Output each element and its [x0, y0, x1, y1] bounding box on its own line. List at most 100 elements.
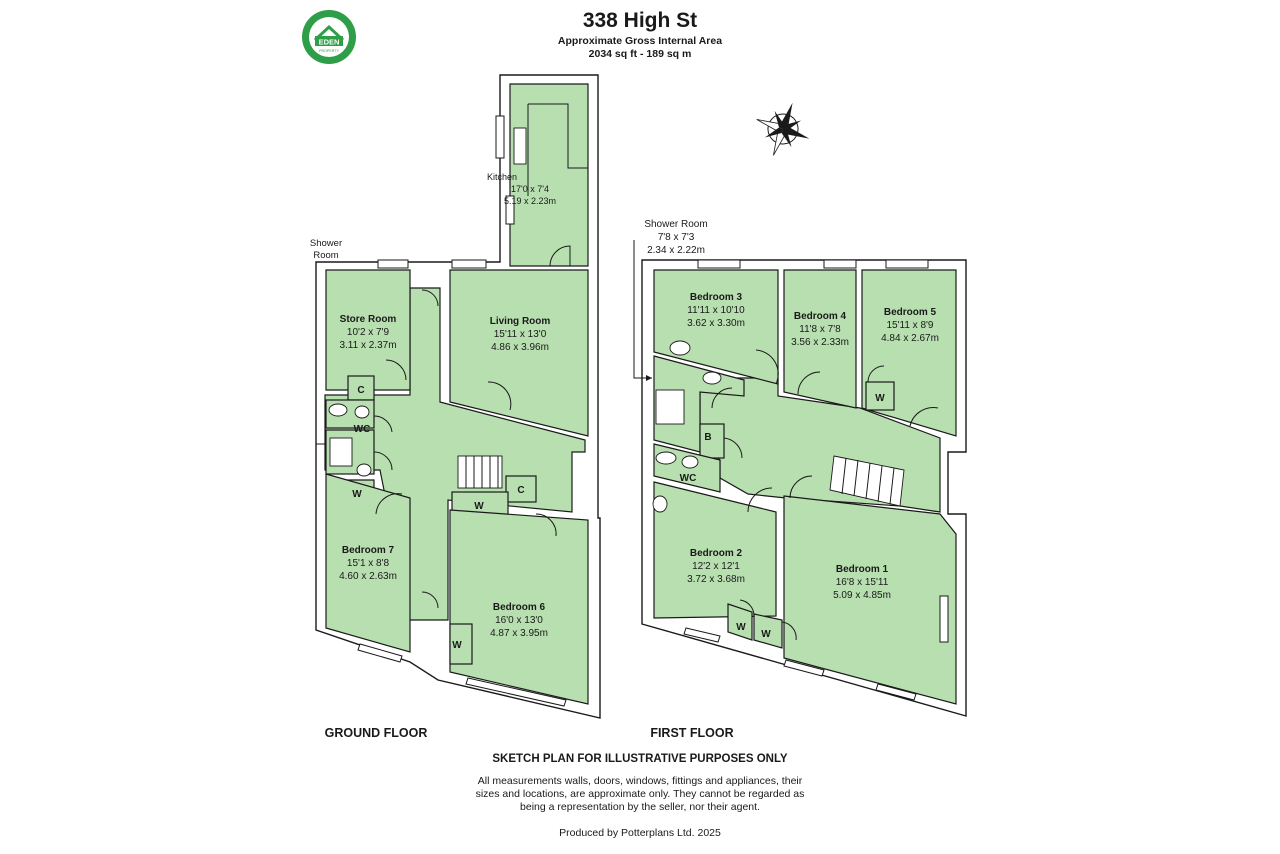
bedroom6-name: Bedroom 6 — [493, 602, 546, 613]
bedroom2-name: Bedroom 2 — [690, 548, 743, 559]
shower-ground-name-1: Shower — [310, 238, 342, 249]
shower-pointer-ground — [315, 262, 326, 445]
staircase-first — [829, 455, 905, 507]
wardrobe-first-3-label: W — [761, 629, 771, 640]
door-store — [385, 359, 407, 381]
kitchen-imperial: 17'0 x 7'4 — [511, 184, 549, 194]
eden-logo: EDEN PROPERTY — [302, 10, 356, 64]
kitchen-sink — [513, 127, 527, 165]
bedroom1-imperial: 16'8 x 15'11 — [836, 577, 889, 588]
logo-name: EDEN — [319, 38, 340, 47]
wc-first-label: WC — [680, 473, 697, 484]
bedroom2-imperial: 12'2 x 12'1 — [692, 561, 740, 572]
first-floor-label: FIRST FLOOR — [650, 726, 733, 740]
shower-first-name: Shower Room — [644, 219, 707, 230]
room-bedroom7 — [325, 473, 411, 653]
window-bedroom1-side — [939, 595, 949, 643]
room-bedroom4 — [783, 269, 857, 409]
bedroom5-name: Bedroom 5 — [884, 307, 937, 318]
room-bedroom2 — [653, 481, 777, 619]
kitchen-metric: 5.19 x 2.23m — [504, 196, 556, 206]
disclaimer-line-3: being a representation by the seller, no… — [520, 801, 760, 813]
door-bedroom4 — [797, 371, 821, 395]
store-metric: 3.11 x 2.37m — [339, 340, 396, 351]
staircase-ground — [457, 455, 503, 489]
room-bedroom6 — [449, 509, 589, 705]
basin-ground-wc — [354, 405, 370, 419]
cupboard-ground-2 — [505, 475, 537, 503]
wc-ground-label: WC — [354, 424, 371, 435]
window-bedroom1-b — [875, 683, 917, 701]
door-bedroom3 — [755, 349, 779, 385]
basin-shower-first — [702, 371, 722, 385]
window-living — [451, 259, 487, 269]
wardrobe-ground-3 — [449, 623, 473, 665]
window-store — [377, 259, 409, 269]
bedroom3-name: Bedroom 3 — [690, 292, 743, 303]
shower-tray-first — [655, 389, 685, 425]
shower-ground-name-2: Room — [313, 250, 338, 261]
room-living — [449, 269, 589, 437]
store-imperial: 10'2 x 7'9 — [347, 327, 390, 338]
wardrobe-first-1-label: W — [875, 393, 885, 404]
store-name: Store Room — [340, 314, 397, 325]
wardrobe-first-2-label: W — [736, 622, 746, 633]
window-bedroom3 — [697, 259, 741, 269]
bedroom1-metric: 5.09 x 4.85m — [833, 590, 891, 601]
door-shower-first — [711, 387, 733, 409]
bedroom7-name: Bedroom 7 — [342, 545, 395, 556]
wardrobe-ground-2-label: W — [474, 501, 484, 512]
door-boiler — [723, 437, 743, 459]
door-wardrobe-first-2 — [739, 599, 755, 617]
disclaimer-line-1: All measurements walls, doors, windows, … — [477, 775, 803, 787]
shower-first-metric: 2.34 x 2.22m — [647, 245, 705, 256]
window-kitchen — [495, 115, 505, 159]
window-bedroom2 — [683, 627, 721, 643]
kitchen-worktop — [528, 103, 588, 169]
bedroom3-imperial: 11'11 x 10'10 — [687, 305, 745, 316]
wardrobe-ground-3-label: W — [452, 640, 462, 651]
living-imperial: 15'11 x 13'0 — [494, 329, 547, 340]
door-bedroom5 — [909, 407, 939, 427]
living-name: Living Room — [490, 316, 551, 327]
bedroom5-imperial: 15'11 x 8'9 — [886, 320, 933, 331]
door-kitchen — [505, 195, 515, 225]
room-shower-first — [653, 355, 745, 453]
bedroom6-imperial: 16'0 x 13'0 — [495, 615, 543, 626]
basin-bedroom2 — [652, 495, 668, 513]
first-floor: Shower Room 7'8 x 7'3 2.34 x 2.22m Bedro… — [633, 219, 967, 740]
wardrobe-first-3 — [753, 613, 783, 649]
door-front — [421, 591, 439, 609]
boiler-label: B — [704, 432, 711, 443]
disclaimer-text: All measurements walls, doors, windows, … — [0, 775, 1280, 814]
door-bedroom7 — [375, 493, 403, 515]
plan-title: 338 High St — [582, 9, 698, 32]
bedroom3-metric: 3.62 x 3.30m — [687, 318, 745, 329]
wardrobe-first-1 — [865, 381, 895, 411]
ground-floor: Kitchen 17'0 x 7'4 5.19 x 2.23m Living R… — [310, 74, 601, 740]
compass-rose-icon — [756, 102, 810, 156]
cupboard-ground-1 — [347, 375, 375, 401]
cupboard-ground-1-label: C — [357, 385, 364, 396]
basin-wc-first — [681, 455, 699, 469]
toilet-first — [655, 451, 677, 465]
ground-floor-label: GROUND FLOOR — [325, 726, 428, 740]
basin-bedroom3 — [669, 340, 691, 356]
bedroom4-name: Bedroom 4 — [794, 311, 847, 322]
cupboard-ground-2-label: C — [517, 485, 524, 496]
door-kitchen-living — [549, 245, 571, 267]
window-bedroom5 — [885, 259, 929, 269]
window-bedroom4 — [823, 259, 857, 269]
window-bedroom6 — [465, 677, 567, 707]
bedroom7-imperial: 15'1 x 8'8 — [347, 558, 390, 569]
first-floor-outline — [641, 259, 967, 717]
producer-credit: Produced by Potterplans Ltd. 2025 — [559, 827, 721, 839]
window-bedroom7 — [357, 643, 403, 663]
disclaimer-line-2: sizes and locations, are approximate onl… — [475, 788, 805, 800]
bedroom4-imperial: 11'8 x 7'8 — [799, 324, 841, 335]
door-wardrobe-first-1 — [867, 365, 885, 383]
door-bedroom1 — [789, 475, 813, 499]
room-bedroom1 — [783, 495, 957, 705]
shower-first-imperial: 7'8 x 7'3 — [658, 232, 695, 243]
